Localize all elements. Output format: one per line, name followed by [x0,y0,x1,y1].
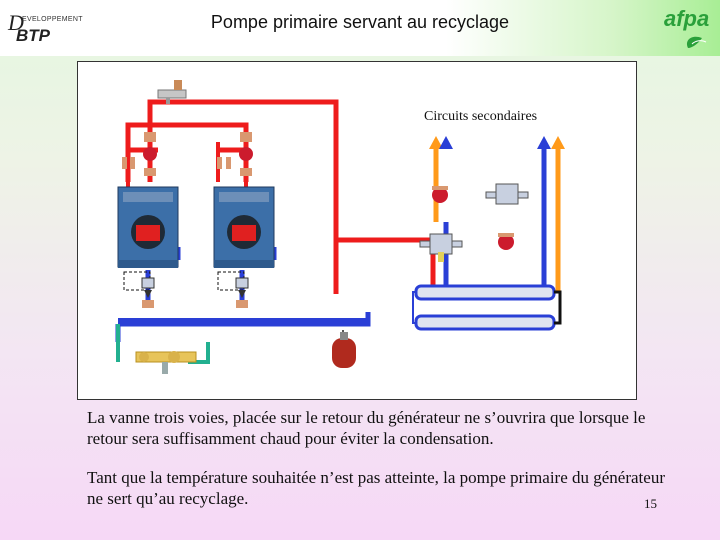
secondary-valve-lower [419,233,463,262]
boiler-right [213,186,275,268]
fill-valve-assembly [135,351,197,374]
air-vent [157,80,187,104]
boiler-pumps [122,132,253,176]
secondary-pump-left [432,186,448,203]
return-pipes-secondary [118,318,368,322]
afpa-logo-text: afpa [664,6,710,31]
heating-schematic [115,80,565,374]
collectors [412,284,562,331]
page-title: Pompe primaire servant au recyclage [210,12,510,32]
developpement-btp-logo: D EVELOPPEMENT BTP [6,10,82,45]
logo-left-small-text: EVELOPPEMENT [22,16,83,23]
secondary-pump-right [498,233,514,250]
expansion-vessel [332,330,356,368]
heating-diagram: Circuits secondaires [77,61,637,400]
secondary-outflow-pipes [433,146,561,292]
three-way-valves [123,271,249,308]
paragraph-primary-pump: Tant que la température souhaitée n’est … [87,468,665,508]
boiler-pump-stubs [126,102,338,187]
outflow-arrows [429,136,565,149]
boiler-left [117,186,179,268]
return-arrows [439,136,551,149]
paragraph-three-way-valve: La vanne trois voies, placée sur le reto… [87,408,646,448]
logo-left-btp: BTP [16,26,50,45]
circuits-label: Circuits secondaires [424,109,538,124]
header-bar: D EVELOPPEMENT BTP Pompe primaire servan… [0,0,720,56]
page-number: 15 [644,496,657,511]
secondary-valve-upper [485,183,529,205]
return-pipes [115,142,547,342]
afpa-logo: afpa [662,4,714,50]
afpa-leaf-icon [686,36,707,48]
logo-left-letter: D [8,10,24,35]
